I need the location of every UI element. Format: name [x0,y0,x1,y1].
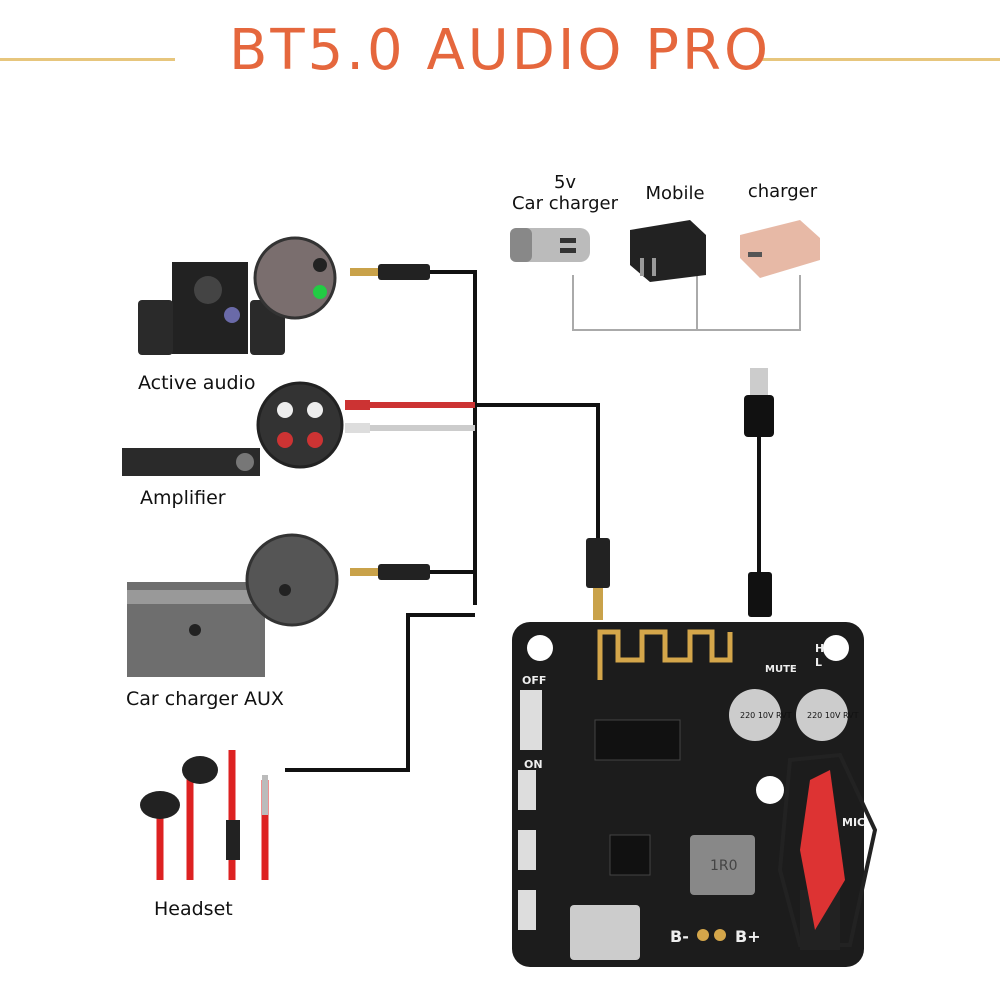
device-label-car-aux: Car charger AUX [126,688,284,710]
car-charger-label-line2: Car charger [511,193,619,214]
mobile-adapter-icon [630,220,706,282]
power-source-mobile: Mobile [645,183,705,204]
on-label: ON [524,758,543,771]
car-charger-label-line1: 5v [553,172,577,193]
mic-label: MIC [842,816,865,829]
aux-plugs [345,264,610,620]
title-rule-right [760,58,1000,61]
audio-wires [285,270,600,772]
inductor-label: 1R0 [710,858,738,874]
power-source-car-charger: 5v Car charger [505,172,625,214]
headset-icon [140,750,269,880]
power-bracket [572,275,801,331]
l-label: L [815,656,822,669]
off-label: OFF [522,674,546,687]
usb-cable [744,368,774,617]
device-label-active-audio: Active audio [138,372,256,394]
power-bank-icon [740,220,820,278]
mute-label: MUTE [765,664,797,675]
car-charger-icon [510,228,590,262]
capacitor-1-label: 220 10V RVT [740,711,792,720]
device-label-headset: Headset [154,898,233,920]
amplifier-icon [122,381,344,476]
title-rule-left [0,58,175,61]
page-title: BT5.0 AUDIO PRO [228,18,772,83]
capacitor-2-label: 220 10V RVT [807,711,859,720]
power-source-charger: charger [747,181,818,202]
brand-logo [777,752,878,947]
pcb-antenna [597,629,733,680]
b-minus-label: B- [670,927,689,946]
b-plus-label: B+ [735,927,761,946]
h-label: H [815,642,824,655]
bt-audio-board [512,622,878,967]
car-stereo-icon [127,533,339,677]
device-label-amplifier: Amplifier [140,487,226,509]
active-speakers-icon [138,236,337,355]
